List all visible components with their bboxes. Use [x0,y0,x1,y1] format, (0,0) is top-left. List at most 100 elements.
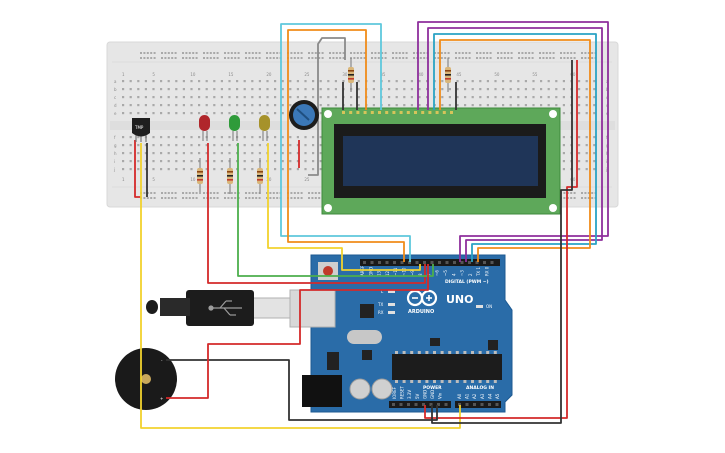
lcd-pin[interactable] [421,111,425,114]
header-pin[interactable] [408,261,411,264]
resistor-lcd-backlight[interactable] [445,58,451,92]
lcd-pin[interactable] [414,111,417,114]
header-pin[interactable] [483,261,486,264]
wire-lcd-orange[interactable] [287,29,405,262]
header-pin[interactable] [414,403,418,406]
power-header[interactable] [389,401,451,408]
wire-lcd-teal[interactable] [433,33,597,262]
header-pin[interactable] [392,403,395,406]
led-yellow[interactable] [259,115,270,141]
lcd-pin[interactable] [385,111,389,114]
lcd-pin[interactable] [356,111,360,114]
header-pin[interactable] [422,403,425,406]
wire-tmp-red[interactable] [134,140,141,198]
analog-header[interactable] [455,401,501,408]
wire-lcd-orange-2[interactable] [439,39,591,262]
wire-led-yellow[interactable] [267,143,421,271]
resistor-yellow-led[interactable] [257,158,263,194]
header-pin[interactable] [458,403,461,406]
wire-buzzer-red[interactable] [166,264,429,399]
wire-tmp-yellow[interactable] [140,143,461,429]
breadboard-col-number: 60 [570,72,576,77]
header-pin[interactable] [488,403,491,406]
lcd-pin[interactable] [450,111,453,114]
header-pin[interactable] [430,261,434,264]
lcd-pin[interactable] [363,111,367,114]
wire-led-green[interactable] [237,143,434,277]
tmp-sensor[interactable]: TMP [132,118,150,142]
lcd-pin[interactable] [399,111,403,114]
header-pin[interactable] [415,261,419,264]
lcd-pin[interactable] [435,111,439,114]
header-pin[interactable] [445,261,449,264]
header-pin[interactable] [468,261,471,264]
breadboard-row-letter: c [114,95,116,100]
resistor-lcd-contrast[interactable] [348,58,354,92]
breadboard-col-number: 35 [380,72,386,77]
header-pin[interactable] [407,403,410,406]
header-pin[interactable] [423,261,426,264]
power-pin-label: IOREF [392,386,397,399]
lcd-pin[interactable] [392,111,396,114]
brand-label: ARDUINO [408,309,434,315]
lcd-module[interactable] [321,107,561,215]
resistor-green-led[interactable] [227,158,233,194]
analog-pin-label: A5 [495,393,500,399]
capacitor [371,378,393,400]
wire-rail-red[interactable] [424,60,578,419]
lcd-pin[interactable] [378,111,381,114]
smd-chip [362,350,372,360]
lcd-pin[interactable] [370,111,374,114]
header-pin[interactable] [490,261,494,264]
digital-pin-label: TX 1 [476,267,481,277]
header-pin[interactable] [363,261,366,264]
wire-lcd-purple-1[interactable] [417,21,609,262]
piezo-buzzer[interactable]: - + [115,348,177,410]
header-pin[interactable] [465,403,469,406]
smd-chip [488,340,498,350]
breadboard-col-number: 15 [228,72,234,77]
header-pin[interactable] [444,403,448,406]
digital-pin-label: ~10 [402,267,407,276]
led-green[interactable] [229,115,240,141]
lcd-pin[interactable] [406,111,410,114]
wire-lcd-purple-2[interactable] [427,27,603,262]
potentiometer[interactable] [289,100,319,130]
breadboard-col-number: 25 [304,72,310,77]
header-pin[interactable] [437,403,440,406]
digital-header[interactable] [360,259,500,266]
digital-pin-label: ~6 [435,270,440,276]
header-pin[interactable] [480,403,484,406]
resistor-red-led[interactable] [197,158,203,194]
header-pin[interactable] [495,403,499,406]
analog-pin-label: A0 [457,393,462,399]
header-pin[interactable] [429,403,433,406]
header-pin[interactable] [460,261,464,264]
regulator [327,352,339,370]
header-pin[interactable] [475,261,479,264]
arduino-board[interactable]: L TX RX ON UNO ARDUINO DIGITAL (PWM ~) P… [289,254,513,413]
header-pin[interactable] [453,261,456,264]
lcd-pin[interactable] [349,111,353,114]
header-pin[interactable] [378,261,381,264]
breadboard-col-number: 30 [342,72,348,77]
wire-led-red[interactable] [207,143,426,284]
led-red[interactable] [199,115,210,141]
header-pin[interactable] [399,403,403,406]
lcd-pin[interactable] [428,111,432,114]
header-pin[interactable] [370,261,374,264]
lcd-pin[interactable] [342,111,345,114]
header-pin[interactable] [473,403,476,406]
breadboard-row-letter: g [114,143,117,148]
reset-button-cap[interactable] [323,266,333,276]
header-pin[interactable] [385,261,389,264]
breadboard-col-number: 5 [152,177,155,182]
lcd-pin[interactable] [442,111,446,114]
header-pin[interactable] [393,261,396,264]
wire-lcd-gray[interactable] [308,37,346,176]
header-pin[interactable] [438,261,441,264]
header-pin[interactable] [400,261,404,264]
wire-lcd-cyan[interactable] [280,23,411,262]
wire-buzzer-black[interactable] [166,359,438,421]
